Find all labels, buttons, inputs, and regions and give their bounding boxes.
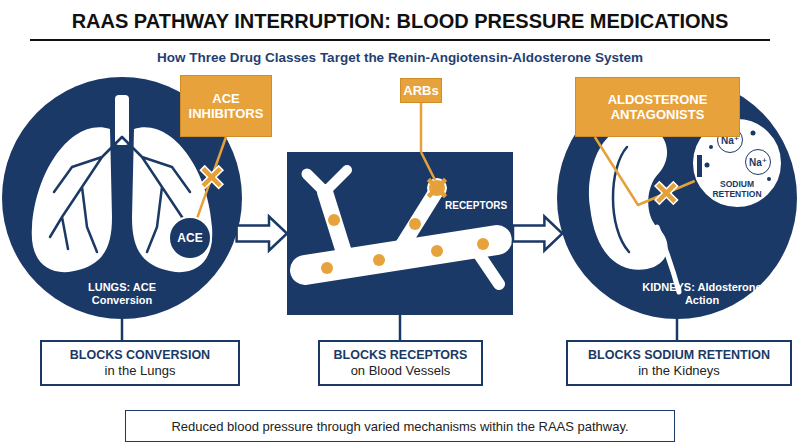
- mechanism-heading: BLOCKS CONVERSION: [70, 347, 210, 363]
- diagram-title: RAAS PATHWAY INTERRUPTION: BLOOD PRESSUR…: [0, 8, 800, 34]
- graphic-part: [132, 127, 212, 272]
- result-connector: [122, 319, 123, 340]
- graphic-part: [430, 181, 444, 195]
- graphic-part: [430, 181, 444, 195]
- graphic-part: [421, 152, 435, 180]
- graphic-part: [325, 192, 347, 262]
- graphic-part: [697, 155, 702, 177]
- subtitle-label: How Three Drug Classes Target the Renin-…: [0, 49, 800, 67]
- result-connector: [400, 315, 401, 340]
- connector-line: [676, 319, 679, 340]
- connector-line: [121, 319, 124, 340]
- block-arrow-shape: [513, 217, 562, 251]
- vessel-panel: RECEPTORS: [287, 152, 513, 315]
- graphic-part: [328, 214, 340, 226]
- graphic-part: [477, 238, 489, 250]
- graphic-part: [305, 170, 499, 284]
- node-text: ACE INHIBITORS: [184, 91, 268, 121]
- node-text: LUNGS: ACE Conversion: [62, 281, 182, 307]
- graphic-part: [431, 245, 443, 257]
- node-text: ARBs: [403, 83, 438, 98]
- vessel-illustration: [287, 152, 513, 315]
- title-rule: [30, 39, 770, 41]
- result-connector: [677, 319, 678, 340]
- graphic-part: [50, 137, 122, 252]
- mechanism-box: BLOCKS SODIUM RETENTIONin the Kidneys: [566, 340, 792, 386]
- summary-box: Reduced blood pressure through varied me…: [125, 410, 675, 442]
- graphic-part: [428, 179, 446, 197]
- node-text: Reduced blood pressure through varied me…: [171, 419, 628, 434]
- connector-line: [420, 103, 423, 152]
- graphic-part: [325, 170, 347, 192]
- graphic-part: [472, 244, 499, 284]
- node-text: ACE: [177, 231, 202, 245]
- graphic-part: [709, 145, 713, 149]
- graphic-part: [751, 131, 756, 136]
- graphic-part: [321, 214, 489, 274]
- graphic-part: [705, 163, 710, 168]
- graphic-part: [32, 127, 112, 272]
- pathway-arrow: [513, 217, 562, 251]
- graphic-part: [409, 218, 421, 230]
- connector-line: [399, 315, 402, 340]
- sodium-label: SODIUM RETENTION: [699, 179, 775, 199]
- graphic-part: [397, 190, 437, 254]
- drug-class-box: ACE INHIBITORS: [180, 75, 272, 137]
- graphic-part: [767, 177, 771, 181]
- mechanism-body: on Blood Vessels: [351, 363, 451, 379]
- enzyme-circle: ACE: [168, 216, 212, 260]
- mechanism-box: BLOCKS RECEPTORSon Blood Vessels: [318, 340, 483, 386]
- graphic-part: [589, 125, 668, 270]
- graphic-part: [613, 147, 629, 252]
- node-text: KIDNEYS: Aldosterone Action: [637, 281, 767, 307]
- drug-target-leader: [421, 103, 422, 152]
- graphic-part: [430, 181, 444, 195]
- drug-class-box: ALDOSTERONE ANTAGONISTS: [575, 77, 740, 137]
- node-text: ALDOSTERONE ANTAGONISTS: [579, 92, 736, 122]
- mechanism-heading: BLOCKS RECEPTORS: [334, 347, 468, 363]
- mechanism-box: BLOCKS CONVERSIONin the Lungs: [40, 340, 240, 386]
- mechanism-heading: BLOCKS SODIUM RETENTION: [588, 347, 770, 363]
- mechanism-body: in the Lungs: [105, 363, 176, 379]
- pathway-arrow: [237, 217, 287, 251]
- node-text: RECEPTORS: [445, 200, 511, 212]
- block-arrow-shape: [237, 217, 287, 251]
- mechanism-body: in the Kidneys: [638, 363, 720, 379]
- graphic-part: [373, 254, 385, 266]
- ion-label: Na⁺: [745, 149, 771, 175]
- drug-class-box: ARBs: [400, 78, 442, 103]
- graphic-part: [321, 262, 333, 274]
